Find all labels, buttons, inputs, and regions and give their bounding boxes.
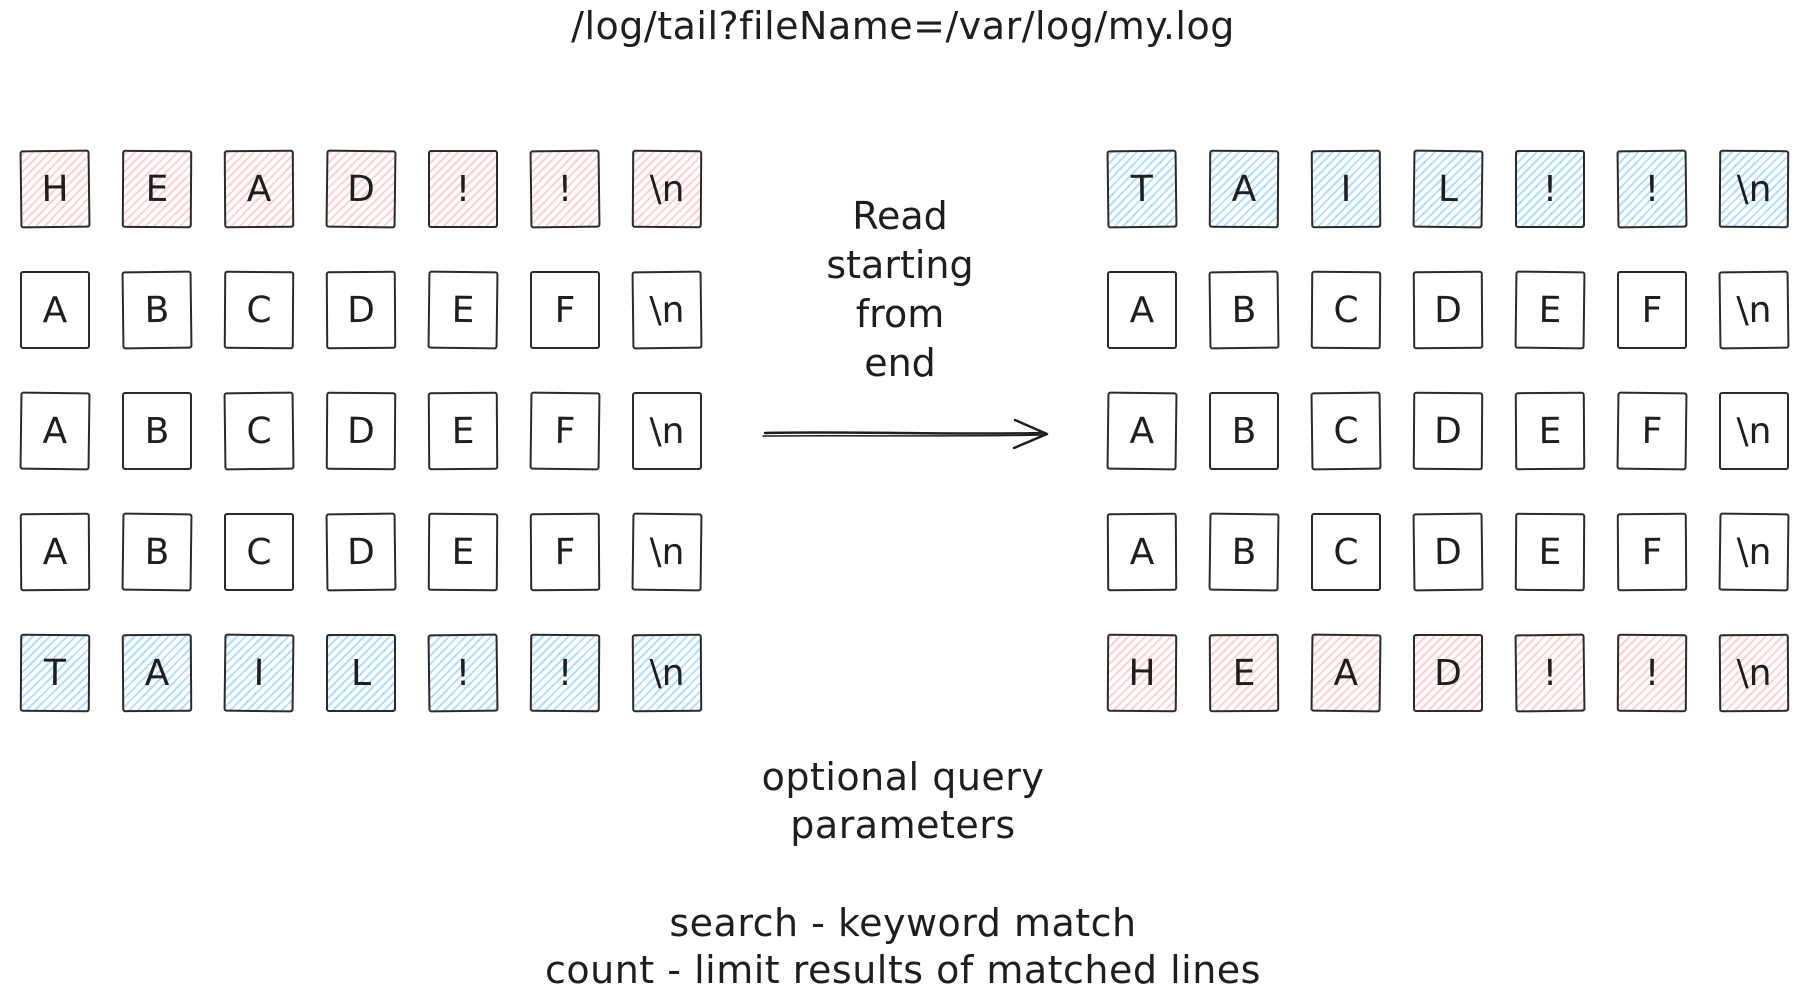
- params-heading-line: optional query: [761, 755, 1045, 799]
- right-cell: !: [1616, 633, 1688, 713]
- right-cell: C: [1311, 513, 1381, 591]
- left-cell: !: [428, 150, 498, 228]
- right-cell: \n: [1718, 270, 1790, 350]
- right-cell: \n: [1719, 392, 1789, 470]
- arrow-label-line: Read: [852, 194, 948, 238]
- right-cell: T: [1106, 149, 1178, 229]
- left-cell: F: [529, 512, 601, 592]
- params-heading: optional query parameters: [0, 753, 1806, 849]
- right-cell: \n: [1718, 149, 1790, 229]
- left-cell: \n: [631, 512, 703, 592]
- right-cell: E: [1514, 270, 1586, 350]
- left-cell: D: [325, 512, 397, 592]
- left-cell: B: [121, 270, 193, 350]
- left-cell: A: [121, 633, 193, 713]
- right-cell: \n: [1718, 512, 1790, 592]
- right-cell: A: [1106, 512, 1178, 592]
- left-cell: I: [223, 633, 295, 713]
- right-cell: A: [1106, 391, 1178, 471]
- right-cell: D: [1412, 512, 1484, 592]
- right-cell: !: [1514, 633, 1586, 713]
- left-cell: T: [19, 633, 91, 713]
- left-cell: A: [19, 512, 91, 592]
- arrow-label-line: from: [855, 292, 945, 336]
- params-heading-line: parameters: [790, 803, 1016, 847]
- right-cell: A: [1208, 149, 1280, 229]
- right-cell: B: [1208, 512, 1280, 592]
- left-cell: !: [529, 633, 601, 713]
- left-cell: D: [325, 391, 397, 471]
- left-cell: A: [223, 149, 295, 229]
- left-cell: B: [122, 392, 192, 470]
- right-cell: E: [1514, 512, 1586, 592]
- right-cell: E: [1514, 391, 1586, 471]
- right-cell: D: [1412, 270, 1484, 350]
- param-count-text: count - limit results of matched lines: [545, 948, 1261, 992]
- left-cell: D: [325, 270, 397, 350]
- left-cell: C: [224, 513, 294, 591]
- left-cell: H: [19, 149, 91, 229]
- left-cell: C: [223, 270, 295, 350]
- right-cell: D: [1413, 634, 1483, 712]
- param-search-text: search - keyword match: [669, 901, 1137, 945]
- left-cell: B: [121, 512, 193, 592]
- right-cell: F: [1617, 271, 1687, 349]
- right-cell: D: [1412, 391, 1484, 471]
- endpoint-url: /log/tail?fileName=/var/log/my.log: [571, 4, 1235, 48]
- left-cell: E: [427, 391, 499, 471]
- right-cell: F: [1616, 391, 1688, 471]
- right-arrow-icon: [762, 418, 1049, 450]
- left-cell: \n: [631, 633, 703, 713]
- right-cell: !: [1515, 150, 1585, 228]
- left-cell: L: [326, 634, 396, 712]
- right-cell: H: [1106, 633, 1178, 713]
- left-cell: \n: [632, 392, 702, 470]
- arrow-label: Read starting from end: [780, 192, 1020, 388]
- left-cell: D: [325, 149, 397, 229]
- left-cell: E: [427, 512, 499, 592]
- arrow-label-line: end: [864, 341, 936, 385]
- left-cell: \n: [631, 270, 703, 350]
- left-cell: !: [427, 633, 499, 713]
- right-cell: E: [1208, 633, 1280, 713]
- arrow-label-line: starting: [826, 243, 974, 287]
- right-cell: B: [1209, 392, 1279, 470]
- left-cell: E: [427, 270, 499, 350]
- right-cell: C: [1310, 270, 1382, 350]
- right-cell: I: [1310, 149, 1382, 229]
- right-cell: L: [1412, 149, 1484, 229]
- left-cell: F: [530, 271, 600, 349]
- right-cell: !: [1616, 149, 1688, 229]
- left-cell: !: [529, 149, 601, 229]
- left-cell: F: [529, 391, 601, 471]
- left-cell: \n: [631, 149, 703, 229]
- left-cell: A: [20, 271, 90, 349]
- left-cell: C: [223, 391, 295, 471]
- right-cell: A: [1310, 633, 1382, 713]
- right-cell: C: [1310, 391, 1382, 471]
- right-cell: B: [1208, 270, 1280, 350]
- left-cell: E: [121, 149, 193, 229]
- right-cell: A: [1107, 271, 1177, 349]
- right-cell: F: [1616, 512, 1688, 592]
- left-cell: A: [19, 391, 91, 471]
- right-cell: \n: [1718, 633, 1790, 713]
